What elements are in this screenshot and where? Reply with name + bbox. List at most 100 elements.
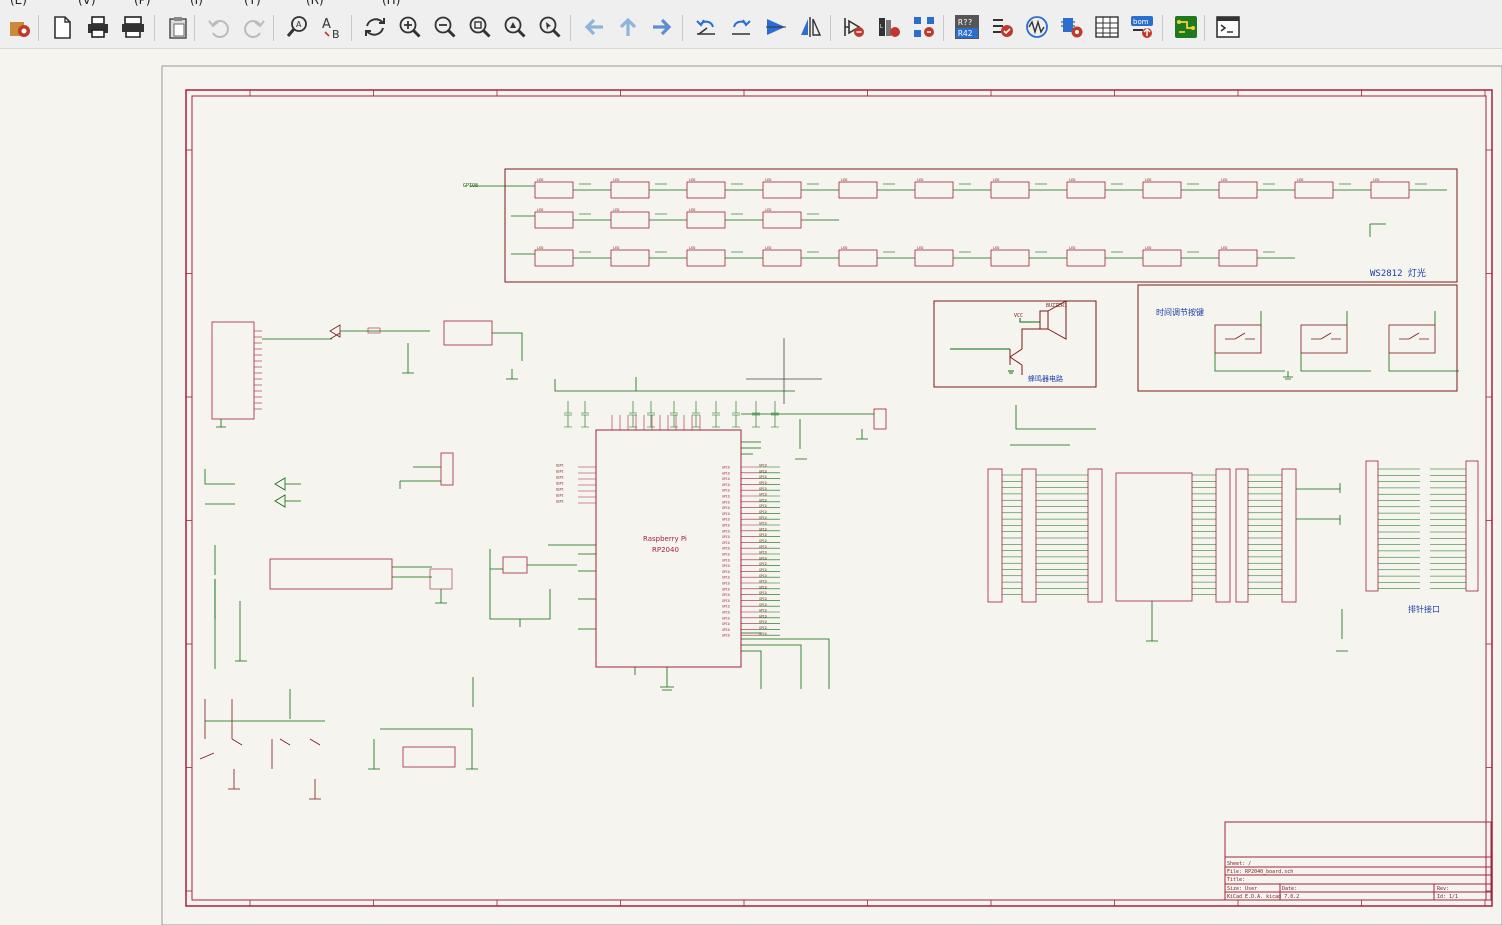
- annotate-button[interactable]: R??R42: [953, 13, 981, 41]
- menu-item[interactable]: (R): [306, 0, 324, 6]
- refresh-icon: [365, 18, 385, 36]
- erc-button[interactable]: [988, 13, 1016, 41]
- svg-text:LED: LED: [1069, 246, 1075, 250]
- paste-button[interactable]: [164, 13, 192, 41]
- symbol-fields-button[interactable]: [840, 13, 868, 41]
- tb-size: Size: User: [1227, 886, 1257, 892]
- menu-item[interactable]: (T): [244, 0, 261, 6]
- toolbar-separator: [1162, 15, 1163, 41]
- svg-text:GPIO: GPIO: [722, 582, 730, 586]
- svg-text:QSPI: QSPI: [556, 500, 564, 504]
- symbol-editor-icon: [10, 22, 30, 37]
- svg-text:QSPI: QSPI: [556, 488, 564, 492]
- navigate-up-button[interactable]: [614, 13, 642, 41]
- svg-text:GPIO: GPIO: [759, 498, 767, 502]
- svg-text:LED: LED: [537, 208, 543, 212]
- symbol-editor-button[interactable]: [6, 13, 34, 41]
- menu-item[interactable]: (I): [190, 0, 203, 6]
- field-table-button[interactable]: [1093, 13, 1121, 41]
- zoom-fit-button[interactable]: [466, 13, 494, 41]
- svg-text:GPIO: GPIO: [722, 541, 730, 545]
- menu-item[interactable]: (P): [134, 0, 151, 6]
- svg-text:GPIO: GPIO: [759, 481, 767, 485]
- redo-icon: [244, 20, 265, 38]
- menu-item[interactable]: (E): [10, 0, 27, 6]
- rp2040-name: Raspberry Pi: [643, 535, 687, 543]
- crosshair-cursor: [746, 338, 822, 404]
- svg-text:LED: LED: [1297, 178, 1303, 182]
- erc-icon: [993, 19, 1013, 37]
- menu-item[interactable]: (V): [78, 0, 96, 6]
- svg-text:GPIO: GPIO: [759, 493, 767, 497]
- plot-button[interactable]: [119, 13, 147, 41]
- undo-button[interactable]: [204, 13, 232, 41]
- toolbar-separator: [830, 15, 831, 41]
- find-replace-icon: AB: [322, 17, 340, 40]
- menu-item[interactable]: (H): [382, 0, 400, 6]
- svg-text:GPIO: GPIO: [759, 556, 767, 560]
- find-icon: A: [286, 16, 307, 37]
- sheet-page: [161, 65, 1502, 925]
- navigate-forward-button[interactable]: [648, 13, 676, 41]
- zoom-objects-button[interactable]: [501, 13, 529, 41]
- simulator-button[interactable]: [1023, 13, 1051, 41]
- svg-text:GPIO: GPIO: [759, 527, 767, 531]
- svg-text:GPIO: GPIO: [722, 587, 730, 591]
- svg-text:GPIO: GPIO: [722, 489, 730, 493]
- toolbar-separator: [943, 15, 944, 41]
- sheet-outer-border: [185, 89, 1493, 907]
- svg-text:GPIO: GPIO: [722, 570, 730, 574]
- tb-sheet: Sheet: /: [1227, 861, 1251, 867]
- assign-footprints-button[interactable]: [1058, 13, 1086, 41]
- svg-text:GPIO: GPIO: [722, 634, 730, 638]
- rotate-ccw-button[interactable]: [692, 13, 720, 41]
- svg-text:LED: LED: [1221, 178, 1227, 182]
- scripting-console-button[interactable]: [1214, 13, 1242, 41]
- title-block: Sheet: / File: RP2040_board.sch Title: S…: [1224, 821, 1492, 901]
- svg-text:LED: LED: [1069, 178, 1075, 182]
- new-sheet-button[interactable]: [48, 13, 76, 41]
- bom-button[interactable]: bom: [1128, 13, 1156, 41]
- svg-text:GPIO: GPIO: [759, 603, 767, 607]
- svg-text:GPIO: GPIO: [722, 471, 730, 475]
- svg-text:QSPI: QSPI: [556, 494, 564, 498]
- svg-text:R42: R42: [958, 29, 973, 38]
- zoom-out-button[interactable]: [431, 13, 459, 41]
- pcb-editor-button[interactable]: [1172, 13, 1200, 41]
- redo-button[interactable]: [241, 13, 269, 41]
- svg-text:bom: bom: [1133, 18, 1149, 26]
- tb-file: File: RP2040_board.sch: [1227, 869, 1293, 875]
- svg-text:LED: LED: [689, 208, 695, 212]
- svg-text:LED: LED: [613, 208, 619, 212]
- svg-text:LED: LED: [613, 246, 619, 250]
- svg-text:GPIO: GPIO: [759, 574, 767, 578]
- svg-text:GPIO: GPIO: [759, 580, 767, 584]
- zoom-selection-button[interactable]: [536, 13, 564, 41]
- field-table-icon: [1095, 16, 1119, 38]
- find-button[interactable]: A: [283, 13, 311, 41]
- svg-text:LED: LED: [1145, 178, 1151, 182]
- svg-text:GPIO: GPIO: [759, 504, 767, 508]
- buttons-section-title: 时间调节按键: [1156, 307, 1204, 317]
- svg-text:QSPI: QSPI: [556, 476, 564, 480]
- mirror-v-button[interactable]: [762, 13, 790, 41]
- svg-text:GPIO: GPIO: [722, 564, 730, 568]
- refresh-button[interactable]: [361, 13, 389, 41]
- svg-text:LED: LED: [689, 178, 695, 182]
- library-browser-button[interactable]: L: [875, 13, 903, 41]
- mirror-h-button[interactable]: [797, 13, 825, 41]
- svg-text:GPIO: GPIO: [722, 529, 730, 533]
- navigate-back-button[interactable]: [580, 13, 608, 41]
- hierarchy-nav-button[interactable]: [910, 13, 938, 41]
- toolbar-separator: [351, 15, 352, 41]
- svg-text:GPIO: GPIO: [722, 605, 730, 609]
- rotate-cw-button[interactable]: [727, 13, 755, 41]
- buttons-section-box: [1137, 284, 1458, 392]
- zoom-in-button[interactable]: [396, 13, 424, 41]
- right-connectors: [987, 405, 1479, 652]
- print-button[interactable]: [84, 13, 112, 41]
